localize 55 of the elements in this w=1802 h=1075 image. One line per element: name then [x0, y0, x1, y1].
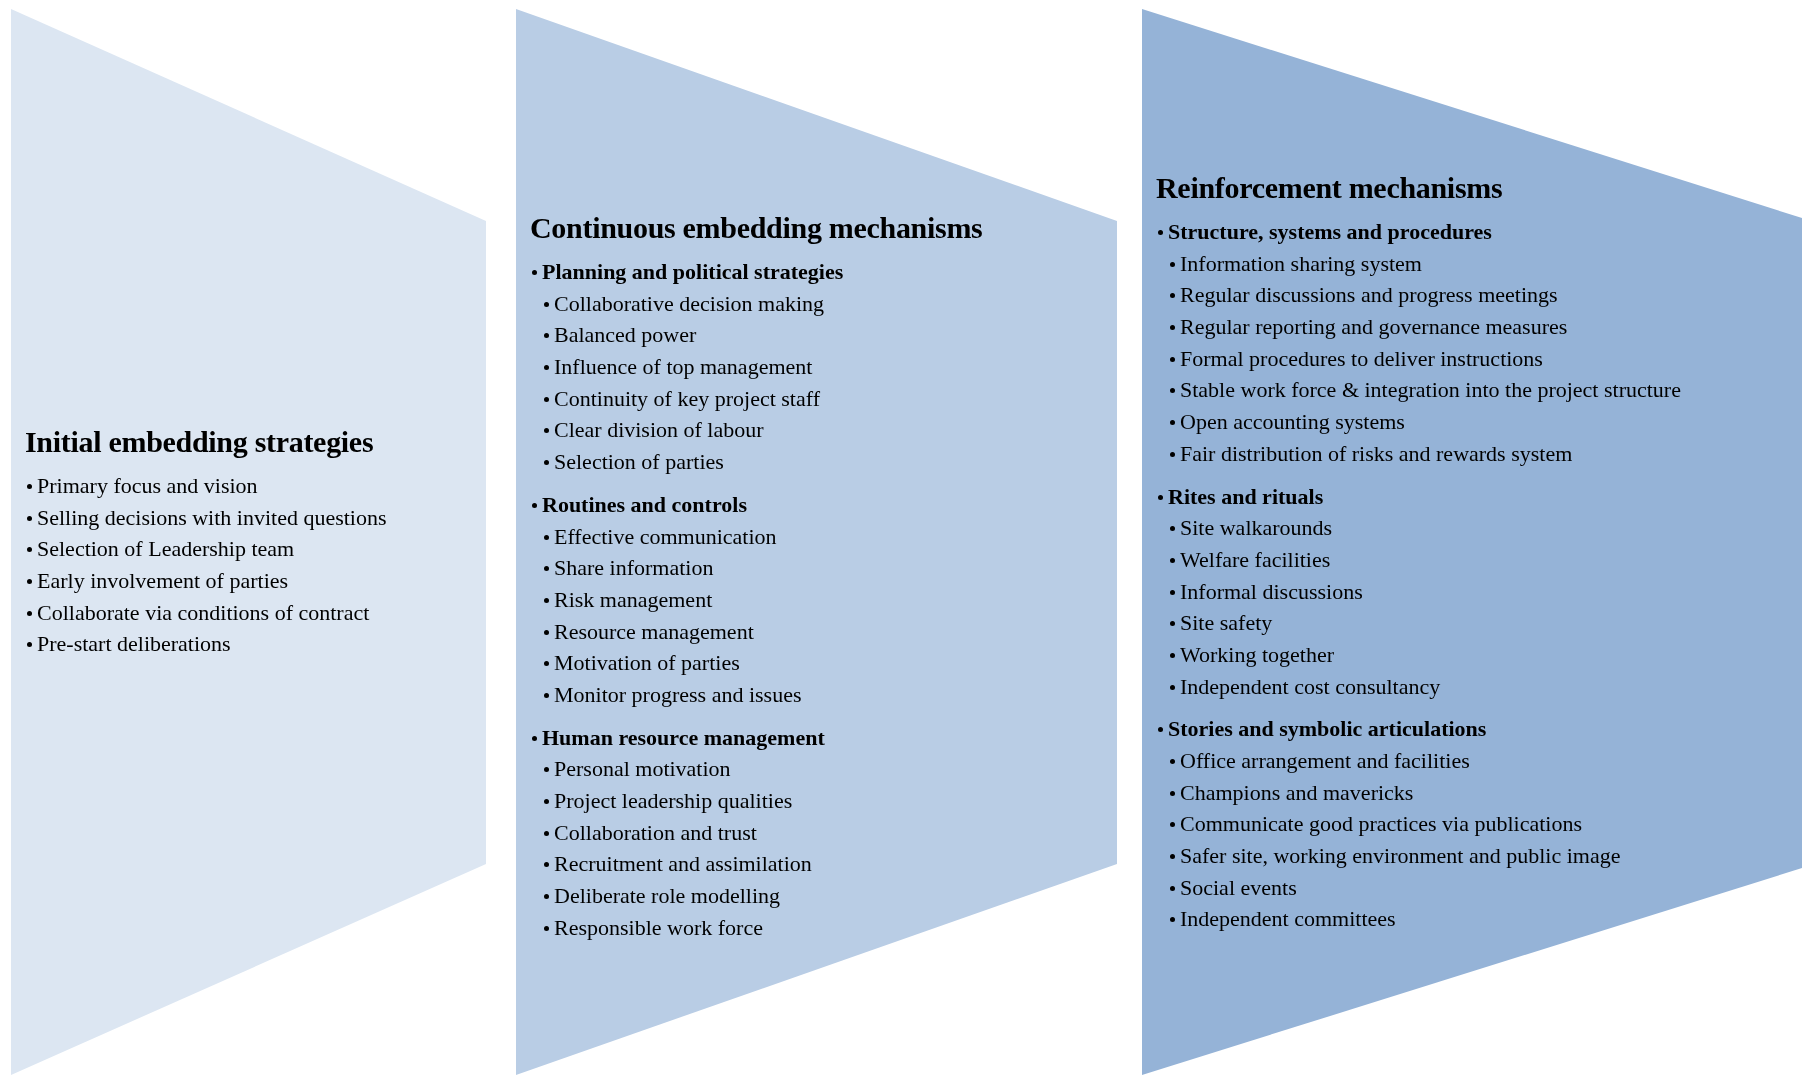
- bullet-item: Primary focus and vision: [37, 473, 258, 498]
- bullet-item: Monitor progress and issues: [554, 681, 802, 707]
- bullet-item: Clear division of labour: [554, 417, 764, 443]
- bullet-item: Fair distribution of risks and rewards system: [1180, 440, 1573, 466]
- bullet-item: Formal procedures to deliver instructions: [1180, 345, 1543, 371]
- bullet-item: Stable work force & integration into the project structure: [1180, 377, 1681, 403]
- bullet-item: Informal discussions: [1180, 578, 1363, 604]
- bullet-item: Independent cost consultancy: [1180, 673, 1441, 699]
- bullet-item: Motivation of parties: [554, 650, 740, 676]
- bullet-item: Information sharing system: [1180, 250, 1422, 276]
- bullet-item: Welfare facilities: [1180, 546, 1331, 572]
- bullet-item: Safer site, working environment and public image: [1180, 843, 1621, 869]
- bullet-item: Independent committees: [1180, 906, 1396, 932]
- section-heading: Rites and rituals: [1168, 483, 1324, 509]
- bullet-item: Champions and mavericks: [1180, 779, 1414, 805]
- panel-heading: Initial embedding strategies: [25, 425, 374, 459]
- bullet-item: Selection of Leadership team: [37, 536, 295, 562]
- chevron-panel: [516, 9, 1117, 1075]
- bullet-item: Early involvement of parties: [37, 568, 289, 594]
- bullet-item: Site safety: [1180, 610, 1273, 636]
- bullet-item: Recruitment and assimilation: [554, 851, 812, 877]
- bullet-item: Deliberate role modelling: [554, 883, 781, 909]
- bullet-item: Resource management: [554, 618, 754, 644]
- bullet-item: Selection of parties: [554, 449, 724, 475]
- bullet-item: Office arrangement and facilities: [1180, 748, 1470, 773]
- bullet-item: Collaboration and trust: [554, 819, 757, 845]
- section-heading: Stories and symbolic articulations: [1168, 716, 1487, 742]
- section-heading: Structure, systems and procedures: [1168, 219, 1492, 244]
- bullet-item: Open accounting systems: [1180, 409, 1405, 435]
- chevron-panel: [1142, 9, 1802, 1075]
- panel-heading: Reinforcement mechanisms: [1156, 171, 1503, 205]
- bullet-item: Collaborate via conditions of contract: [37, 599, 370, 625]
- bullet-item: Social events: [1180, 874, 1297, 900]
- bullet-item: Selling decisions with invited questions: [37, 504, 387, 530]
- bullet-item: Pre-start deliberations: [37, 631, 231, 657]
- bullet-item: Effective communication: [554, 523, 777, 549]
- bullet-item: Regular discussions and progress meetings: [1180, 282, 1558, 308]
- bullet-item: Balanced power: [554, 322, 697, 348]
- bullet-item: Communicate good practices via publications: [1180, 811, 1582, 837]
- section-heading: Planning and political strategies: [542, 259, 844, 284]
- chevron-panel: [11, 9, 486, 1075]
- bullet-item: Personal motivation: [554, 756, 731, 782]
- panel-heading: Continuous embedding mechanisms: [530, 211, 983, 245]
- bullet-item: Share information: [554, 555, 714, 581]
- bullet-item: Risk management: [554, 586, 713, 612]
- section-heading: Routines and controls: [542, 491, 747, 517]
- bullet-item: Responsible work force: [554, 914, 763, 940]
- bullet-item: Site walkarounds: [1180, 515, 1333, 541]
- bullet-item: Project leadership qualities: [554, 788, 793, 813]
- bullet-item: Collaborative decision making: [554, 290, 825, 316]
- bullet-item: Continuity of key project staff: [554, 385, 820, 411]
- bullet-item: Influence of top management: [554, 354, 813, 380]
- section-heading: Human resource management: [542, 724, 825, 750]
- bullet-item: Regular reporting and governance measures: [1180, 314, 1568, 340]
- bullet-item: Working together: [1180, 641, 1335, 667]
